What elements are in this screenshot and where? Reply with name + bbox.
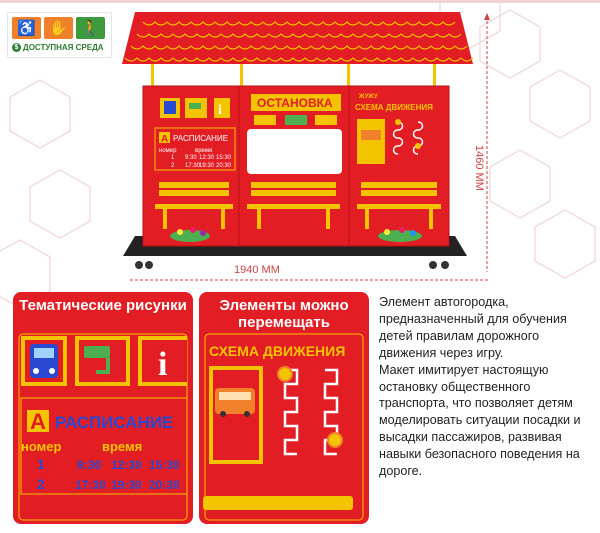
svg-text:20:30: 20:30 xyxy=(149,478,180,492)
camera-icon xyxy=(84,346,110,358)
card-title: Элементы можно перемещать xyxy=(219,297,349,331)
schedule-title: РАСПИСАНИЕ xyxy=(55,413,173,432)
card2-illustration: СХЕМА ДВИЖЕНИЯ xyxy=(203,333,364,521)
column-number: номер xyxy=(21,439,61,454)
svg-text:номер: номер xyxy=(159,148,177,154)
svg-text:ЖУЖУ: ЖУЖУ xyxy=(358,94,378,100)
movable-elements-card: Элементы можно перемещать СХЕМА ДВИЖЕНИЯ xyxy=(199,292,369,524)
logo-text: $ДОСТУПНАЯ СРЕДА xyxy=(12,43,104,53)
description-paragraph: Макет имитирует настоящую остановку обще… xyxy=(379,362,581,479)
svg-text:17:30: 17:30 xyxy=(75,478,106,492)
product-description: Элемент автогородка, предназначенный для… xyxy=(379,294,597,480)
card1-illustration: i А РАСПИСАНИЕ номер время 1 9:30 12:30 … xyxy=(18,333,188,521)
svg-text:19:30: 19:30 xyxy=(199,163,215,169)
wheelchair-icon: ♿ xyxy=(12,17,41,39)
info-icon: i xyxy=(158,346,167,383)
svg-text:время: время xyxy=(195,148,212,154)
product-schedule-title: РАСПИСАНИЕ xyxy=(173,134,228,143)
svg-text:15:30: 15:30 xyxy=(216,155,232,161)
column-time: время xyxy=(102,439,142,454)
svg-text:12:30: 12:30 xyxy=(111,458,142,472)
svg-text:12:30: 12:30 xyxy=(199,155,215,161)
svg-text:17:30: 17:30 xyxy=(185,163,201,169)
roof xyxy=(122,12,474,64)
bus-stop-product-image: i А РАСПИСАНИЕ номер время 1 9:30 12:30 … xyxy=(122,12,474,269)
svg-text:1: 1 xyxy=(37,456,45,472)
product-schema-title: СХЕМА ДВИЖЕНИЯ xyxy=(355,103,433,112)
svg-text:i: i xyxy=(218,103,222,118)
width-dimension: 1940 ММ xyxy=(234,264,280,276)
product-stop-sign: ОСТАНОВКА xyxy=(257,96,333,110)
svg-text:15:30: 15:30 xyxy=(149,458,180,472)
slider-knob xyxy=(277,366,293,382)
svg-text:20:30: 20:30 xyxy=(216,163,232,169)
svg-text:2: 2 xyxy=(171,163,175,169)
svg-text:9:30: 9:30 xyxy=(185,155,197,161)
svg-text:9:30: 9:30 xyxy=(77,458,101,472)
description-paragraph: Элемент автогородка, предназначенный для… xyxy=(379,295,567,360)
svg-text:2: 2 xyxy=(37,476,45,492)
height-dimension: 1460 ММ xyxy=(473,145,485,191)
product-schedule-letter: А xyxy=(161,134,168,145)
bus-card-icon xyxy=(215,388,255,414)
slider-knob xyxy=(327,432,343,448)
svg-text:1: 1 xyxy=(171,155,175,161)
schedule-letter: А xyxy=(30,409,46,434)
thematic-pictures-card: Тематические рисунки i А РАСПИСАНИЕ номе… xyxy=(13,292,193,524)
svg-text:19:30: 19:30 xyxy=(111,478,142,492)
sign-language-icon: ✋ xyxy=(44,17,73,39)
schema-title: СХЕМА ДВИЖЕНИЯ xyxy=(209,343,345,359)
accessible-environment-logo: ♿ ✋ 🚶 $ДОСТУПНАЯ СРЕДА xyxy=(7,12,112,58)
card-title: Тематические рисунки xyxy=(19,297,187,314)
walking-person-icon: 🚶 xyxy=(76,17,105,39)
